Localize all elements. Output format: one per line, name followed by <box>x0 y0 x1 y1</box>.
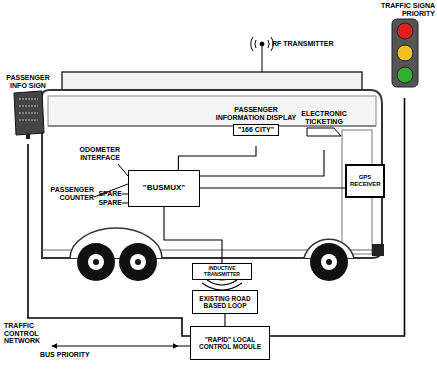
process-box: "RAPID" LOCAL CONTROL MODULE <box>190 326 270 360</box>
process-box: INDUCTIVE TRANSMITTER <box>192 263 252 280</box>
node-label: PASSENGER INFO SIGN <box>2 74 54 89</box>
bus-body <box>42 90 382 258</box>
connector <box>224 314 225 326</box>
wheel <box>119 243 157 281</box>
labelled-device: TRAFFIC SIGNA PRIORITY <box>374 2 435 98</box>
connector <box>200 187 345 188</box>
wheel <box>310 243 348 281</box>
node-label: PASSENGER INFORMATION DISPLAY <box>212 106 300 121</box>
ticket-machine <box>304 125 344 139</box>
node-label: "RAPID" LOCAL CONTROL MODULE <box>194 336 266 350</box>
bumper <box>372 244 384 256</box>
labelled-device: PASSENGER INFORMATION DISPLAY "166 CITY" <box>212 106 300 146</box>
node-label: GPS RECEIVER <box>350 174 380 187</box>
node-label: EXISTING ROAD BASED LOOP <box>196 295 254 309</box>
network-label: TRAFFIC CONTROL NETWORK <box>4 322 50 345</box>
port-label: PASSENGER COUNTER <box>48 186 94 201</box>
signal-label: BUS PRIORITY <box>40 351 110 359</box>
wheel <box>77 243 115 281</box>
leader-line <box>94 164 128 203</box>
port-label: ODOMETER INTERFACE <box>72 146 120 161</box>
rf-antenna <box>251 37 274 72</box>
process-box: GPS RECEIVER <box>345 164 385 198</box>
connector <box>200 150 324 176</box>
port-label: SPARE <box>98 199 122 207</box>
double-arrow <box>52 346 178 347</box>
node-label: "BUSMUX" <box>132 184 196 193</box>
traffic-light <box>388 17 422 89</box>
process-box: "BUSMUX" <box>128 170 200 207</box>
node-label: TRAFFIC SIGNA PRIORITY <box>374 2 435 17</box>
display-text: "166 CITY" <box>233 124 279 136</box>
labelled-device: PASSENGER INFO SIGN <box>2 74 54 144</box>
antenna-label: RF TRANSMITTER <box>272 40 352 48</box>
node-label: INDUCTIVE TRANSMITTER <box>196 266 248 277</box>
connector <box>178 146 256 170</box>
process-box: EXISTING ROAD BASED LOOP <box>192 290 258 314</box>
node-label: ELECTRONIC TICKETING <box>300 110 348 125</box>
sign-panel <box>8 89 48 139</box>
labelled-device: ELECTRONIC TICKETING <box>300 110 348 150</box>
window-band <box>48 96 376 126</box>
connector <box>270 98 405 336</box>
port-label: SPARE <box>98 190 122 198</box>
connector <box>164 207 222 263</box>
